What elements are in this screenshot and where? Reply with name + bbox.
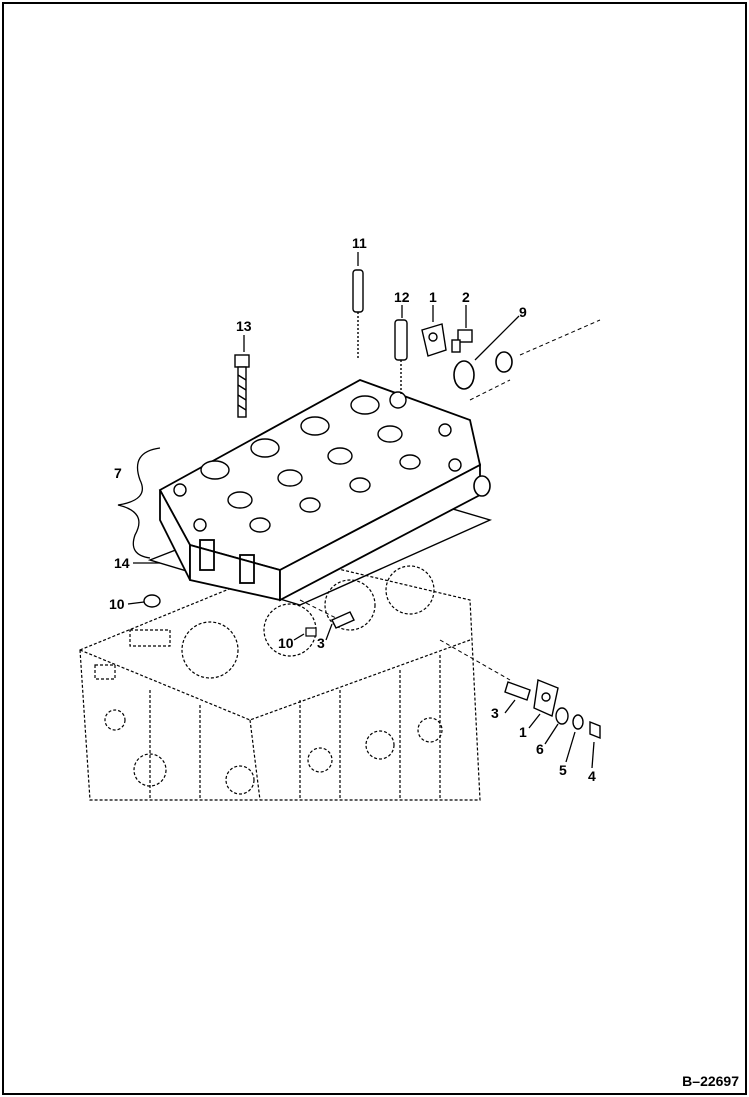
sleeve-pin <box>394 319 408 395</box>
dowel-pin <box>352 269 364 360</box>
callout-3-center: 3 <box>317 635 325 651</box>
callout-13: 13 <box>236 318 252 334</box>
callout-14: 14 <box>114 555 130 571</box>
flat-washer <box>555 707 569 725</box>
callout-1-hanger: 1 <box>429 289 437 305</box>
lifting-hanger-top <box>421 323 447 357</box>
stud-side <box>504 681 531 701</box>
callout-1-side: 1 <box>519 724 527 740</box>
expansion-plug <box>453 351 513 497</box>
callout-7: 7 <box>114 465 122 481</box>
callout-6: 6 <box>536 741 544 757</box>
callout-10-center: 10 <box>278 635 294 651</box>
lock-washer <box>572 714 584 730</box>
alignment-lines <box>299 319 601 681</box>
callout-2: 2 <box>462 289 470 305</box>
lifting-hanger-side <box>533 679 559 717</box>
callout-4: 4 <box>588 768 596 784</box>
head-bolt <box>234 354 250 418</box>
callout-3-side: 3 <box>491 705 499 721</box>
callout-10-left: 10 <box>109 596 125 612</box>
cylinder-head <box>158 379 482 602</box>
callout-9: 9 <box>519 304 527 320</box>
callouts: 11 12 1 2 9 13 7 14 10 10 3 3 1 6 5 4 <box>109 235 596 784</box>
stud-center <box>331 611 355 629</box>
plug-left <box>143 594 161 608</box>
callout-5: 5 <box>559 762 567 778</box>
leader-lines <box>117 252 595 769</box>
nut <box>589 720 601 740</box>
callout-11: 11 <box>352 235 367 251</box>
hanger-bolt <box>451 329 473 353</box>
plug-center <box>305 627 317 637</box>
callout-12: 12 <box>394 289 410 305</box>
figure-reference: B–22697 <box>682 1073 739 1089</box>
